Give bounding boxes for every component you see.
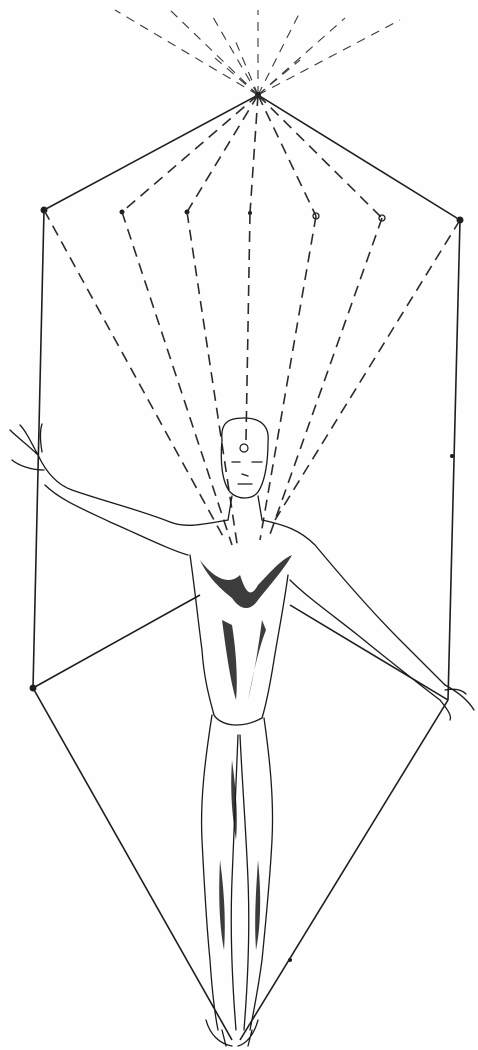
node-row — [41, 207, 464, 224]
human-figure — [10, 418, 474, 1046]
fan-rays — [122, 95, 382, 218]
third-eye-icon — [240, 444, 248, 452]
outer-frame — [30, 210, 461, 1040]
starburst-rays — [115, 10, 400, 95]
converging-rays — [44, 210, 460, 550]
upper-frame — [44, 95, 460, 220]
